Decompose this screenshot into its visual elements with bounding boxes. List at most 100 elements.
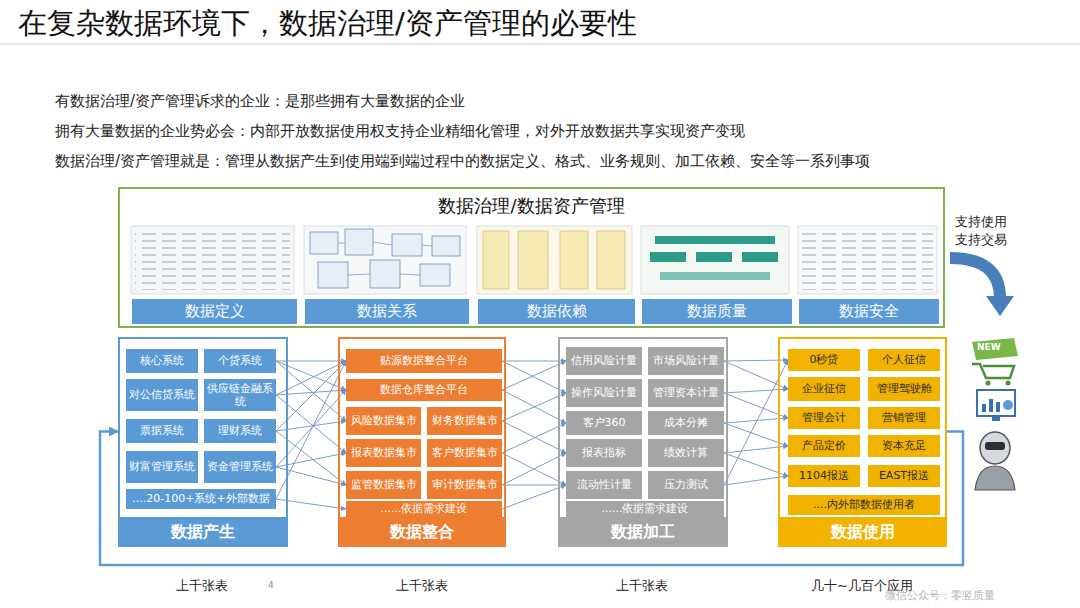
note-text: 支持使用 (955, 213, 1007, 231)
column-title: 数据整合 (390, 522, 454, 543)
box-label: 市场风险计量 (653, 354, 719, 367)
column-title: 数据加工 (611, 522, 675, 543)
box-label: ......依据需求建设 (602, 502, 689, 515)
box-label: 资本充足 (882, 439, 926, 452)
system-box: 贴源数据整合平台 (346, 349, 502, 373)
system-box: 理财系统 (204, 419, 276, 443)
box-label: 企业征信 (802, 382, 846, 395)
system-box: 个人征信 (868, 349, 940, 371)
system-box: ....20-100+系统+外部数据 (126, 489, 276, 509)
box-label: 监管数据集市 (351, 478, 417, 491)
function-bar: 数据定义 (132, 299, 297, 324)
system-box: 审计数据集市 (427, 471, 502, 499)
box-label: 数据定义 (185, 302, 245, 321)
box-label: 营销管理 (882, 411, 926, 424)
column-title: 数据产生 (171, 522, 235, 543)
box-label: 对公信贷系统 (129, 388, 195, 401)
flow-connector (502, 453, 566, 485)
box-label: 产品定价 (802, 439, 846, 452)
system-box: 管理会计 (788, 407, 860, 429)
box-label: ....内外部数据使用者 (813, 498, 915, 511)
function-bar: 数据安全 (799, 299, 939, 324)
box-label: 审计数据集市 (432, 478, 498, 491)
system-box: 产品定价 (788, 435, 860, 457)
system-box: 核心系统 (126, 349, 198, 373)
box-label: 客户360 (583, 416, 626, 429)
system-box: 票据系统 (126, 419, 198, 443)
system-box: EAST报送 (868, 465, 940, 487)
column-title: 数据使用 (831, 522, 895, 543)
box-label: EAST报送 (879, 469, 929, 482)
feedback-loop (100, 432, 963, 566)
box-label: 风险数据集市 (351, 414, 417, 427)
system-box: 资金管理系统 (204, 451, 276, 483)
system-box: 管理资本计量 (648, 379, 724, 407)
box-label: 报表数据集市 (351, 446, 417, 459)
flow-arrow (950, 258, 1014, 316)
system-box: 绩效计算 (648, 439, 724, 467)
system-box: 营销管理 (868, 407, 940, 429)
column-footer: 数据使用 (778, 517, 947, 547)
system-box: 客户数据集市 (427, 439, 502, 467)
box-label: 成本分摊 (664, 416, 708, 429)
box-label: 个贷系统 (218, 354, 262, 367)
title: 在复杂数据环境下，数据治理/资产管理的必要性 (18, 4, 637, 44)
function-bar: 数据依赖 (478, 299, 635, 324)
note-text: 数据治理/资产管理就是：管理从数据产生到使用端到端过程中的数据定义、格式、业务规… (55, 152, 870, 171)
screenshot-thumbnails (131, 226, 937, 294)
system-box: 数据仓库整合平台 (346, 379, 502, 401)
box-label: 理财系统 (218, 424, 262, 437)
cart-icon (972, 338, 1018, 386)
badge-text: NEW (977, 342, 978, 352)
flow-connector (502, 423, 566, 453)
column-footer: 数据加工 (558, 517, 728, 547)
stage-note: 上千张表 (362, 577, 482, 595)
panel-heading: 数据治理/数据资产管理 (120, 194, 943, 218)
governance-panel: 数据治理/数据资产管理数据定义数据关系数据依赖数据质量数据安全 (118, 187, 945, 328)
system-box: 市场风险计量 (648, 347, 724, 375)
stage-note: 上千张表 (582, 577, 702, 595)
flow-connector (502, 485, 566, 509)
note-text: 4 (268, 580, 274, 590)
box-label: 报表指标 (582, 446, 626, 459)
box-label: 管理驾驶舱 (877, 382, 932, 395)
system-box: 1104报送 (788, 465, 860, 487)
flow-connector (502, 361, 566, 390)
stage-column: 数据加工信用风险计量市场风险计量操作风险计量管理资本计量客户360成本分摊报表指… (558, 337, 728, 547)
flow-connector (502, 393, 566, 421)
robot-icon (975, 432, 1015, 490)
system-box: 管理驾驶舱 (868, 377, 940, 401)
system-box: 压力测试 (648, 471, 724, 499)
box-label: 客户数据集市 (432, 446, 498, 459)
box-label: 绩效计算 (664, 446, 708, 459)
system-box: 财富管理系统 (126, 451, 198, 483)
watermark: 微信公众号：零竖质量 (885, 588, 995, 603)
column-footer: 数据产生 (118, 517, 288, 547)
system-box: 流动性计量 (566, 471, 642, 499)
system-box: 操作风险计量 (566, 379, 642, 407)
flow-connector (502, 361, 566, 362)
system-box: 财务数据集市 (427, 407, 502, 435)
box-label: 数据安全 (839, 302, 899, 321)
box-label: 贴源数据整合平台 (380, 354, 468, 367)
box-label: ....20-100+系统+外部数据 (132, 492, 269, 505)
box-label: 数据仓库整合平台 (380, 383, 468, 396)
function-bar: 数据质量 (642, 299, 792, 324)
box-label: 财富管理系统 (129, 460, 195, 473)
system-box: 风险数据集市 (346, 407, 421, 435)
box-label: 财务数据集市 (432, 414, 498, 427)
stage-note: 上千张表 (142, 577, 262, 595)
system-box: ......依据需求建设 (566, 501, 724, 517)
box-label: 数据依赖 (527, 302, 587, 321)
box-label: 流动性计量 (577, 478, 632, 491)
system-box: 报表数据集市 (346, 439, 421, 467)
box-label: 数据质量 (687, 302, 747, 321)
box-label: 核心系统 (140, 354, 184, 367)
system-box: 供应链金融系统 (204, 379, 276, 411)
box-label: 操作风险计量 (571, 386, 637, 399)
title-rule (0, 44, 1080, 45)
box-label: 压力测试 (664, 478, 708, 491)
stage-column: 数据产生 核心系统 个贷系统对公信贷系统供应链金融系统票据系统 理财系统财富管理系统资… (118, 337, 288, 547)
box-label: 管理资本计量 (653, 386, 719, 399)
